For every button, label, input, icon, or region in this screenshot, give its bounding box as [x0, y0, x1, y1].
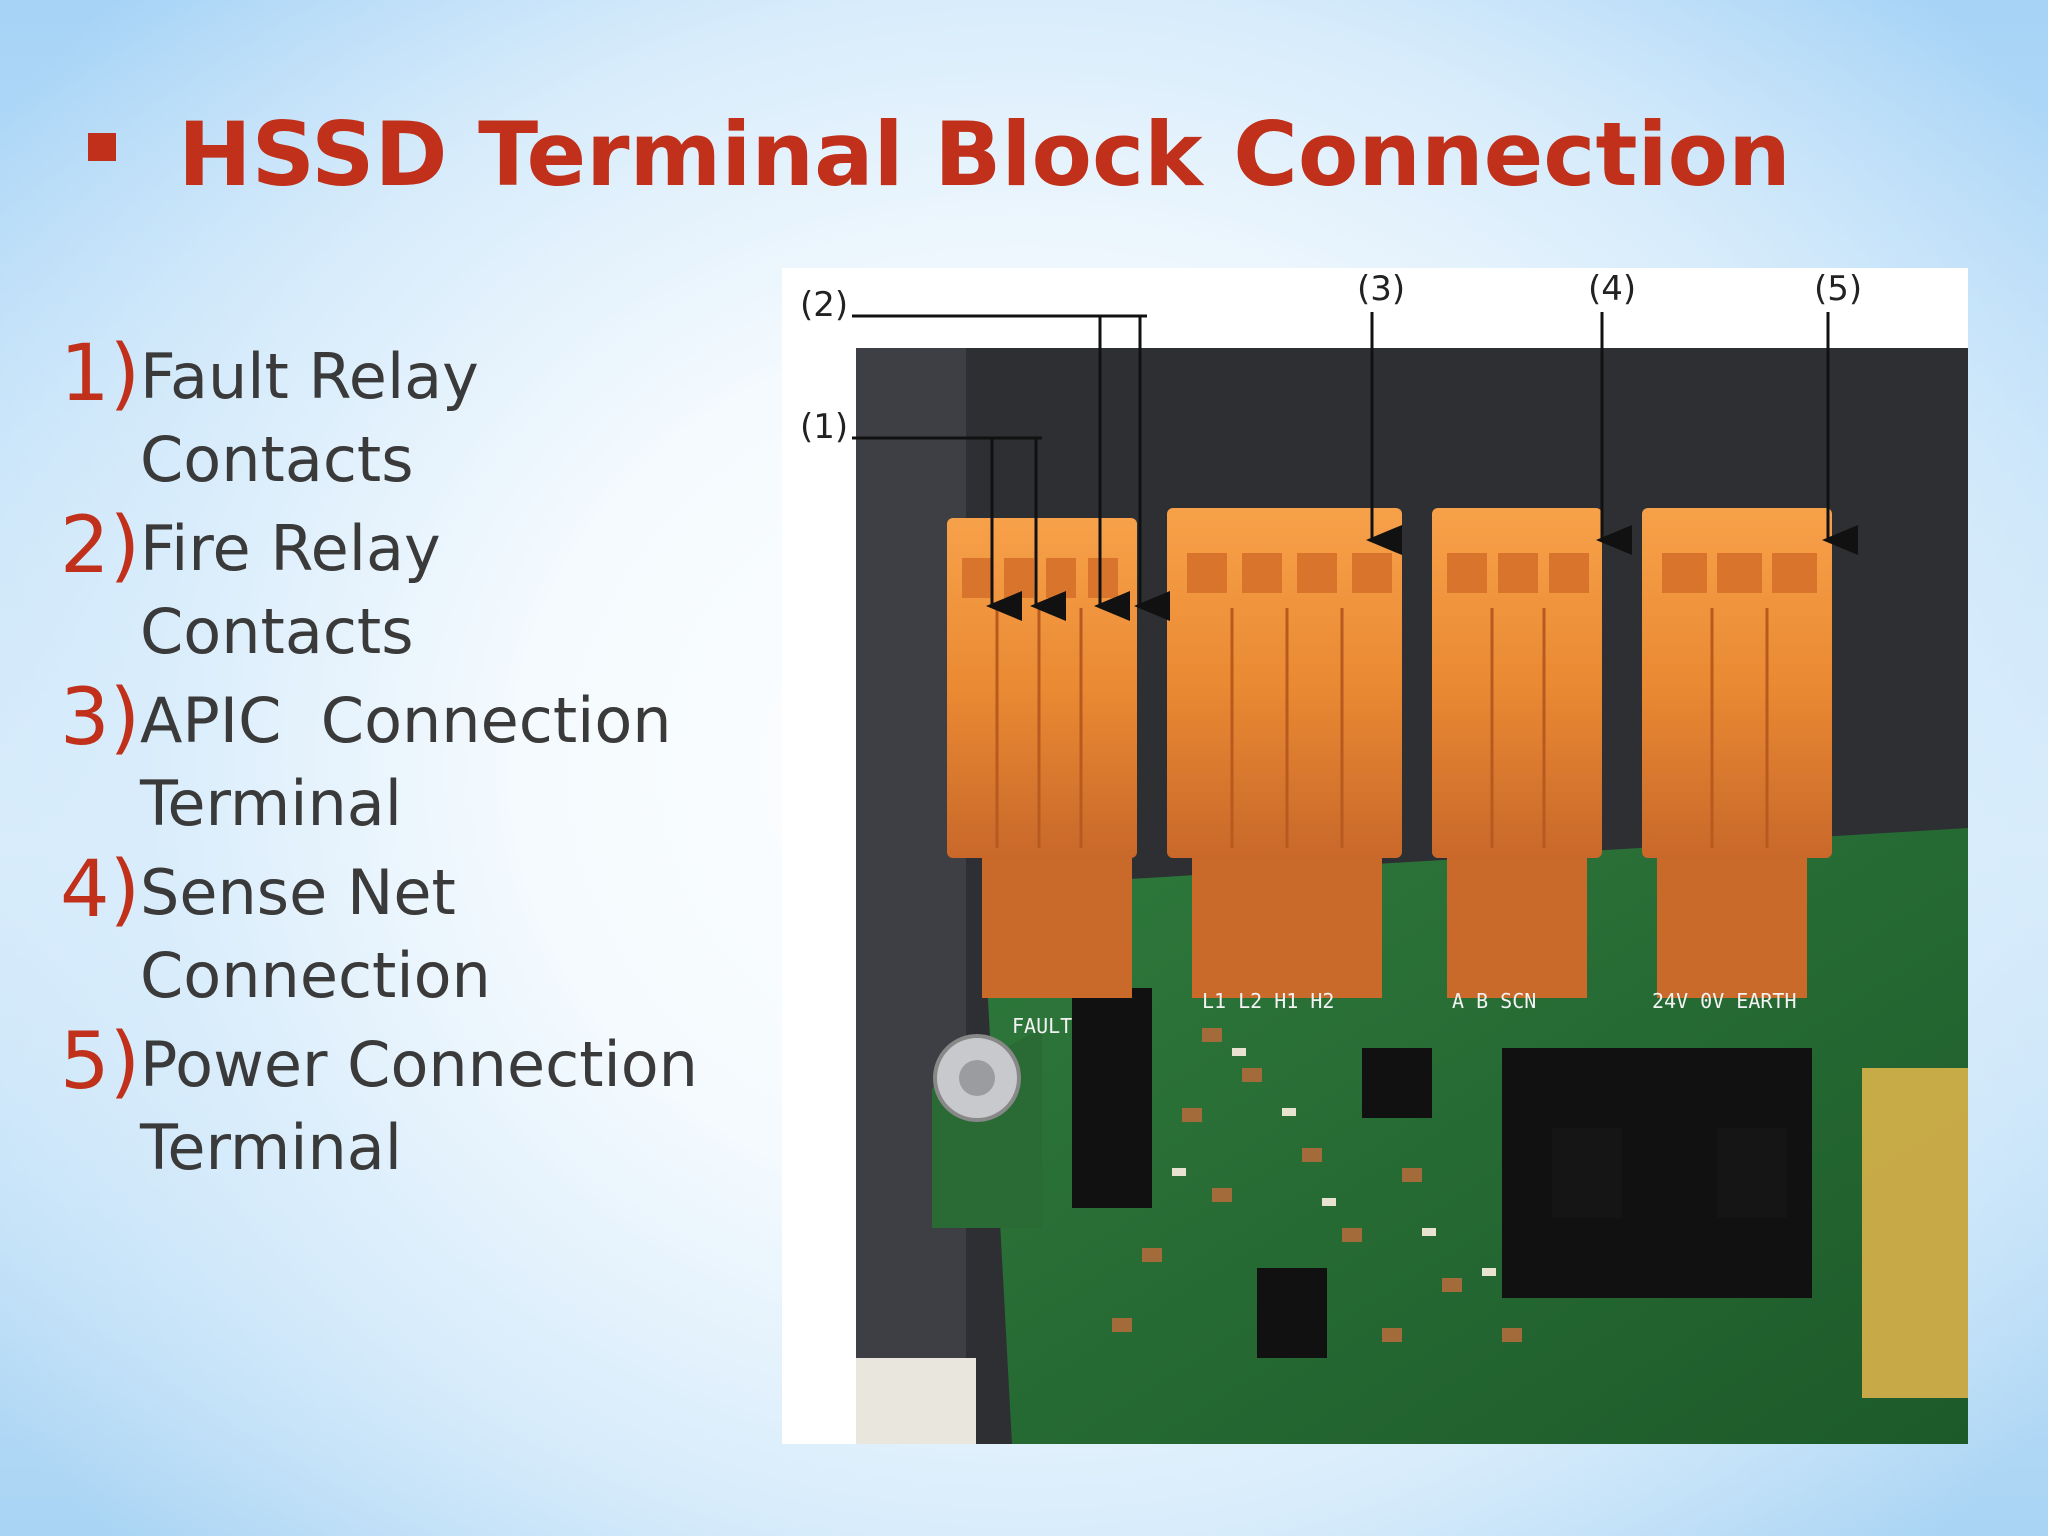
item-number: 2) [60, 501, 141, 591]
item-number: 1) [60, 329, 141, 419]
item-line-1: Sense Net [140, 856, 456, 929]
item-line-2: Terminal [140, 767, 403, 840]
item-line-1: APIC Connection [140, 684, 672, 757]
list-item: 5) Power Connection Terminal [60, 1017, 760, 1189]
slide-title: HSSD Terminal Block Connection [178, 103, 1791, 206]
item-line-1: Fault Relay [140, 340, 479, 413]
callout-label-2: (2) [800, 285, 848, 325]
item-line-1: Fire Relay [140, 512, 441, 585]
board-label-fault: FAULT [1012, 1014, 1072, 1038]
list-item: 3) APIC Connection Terminal [60, 673, 760, 845]
square-bullet-icon [88, 133, 116, 161]
item-line-2: Contacts [140, 423, 414, 496]
item-number: 4) [60, 845, 141, 935]
board-label-power: 24V 0V EARTH [1652, 989, 1797, 1013]
item-line-1: Power Connection [140, 1028, 698, 1101]
board-label-a-b-scn: A B SCN [1452, 989, 1536, 1013]
item-number: 5) [60, 1017, 141, 1107]
list-item: 1) Fault Relay Contacts [60, 329, 760, 501]
list-item: 4) Sense Net Connection [60, 845, 760, 1017]
callout-label-5: (5) [1814, 269, 1862, 309]
circuit-board-photo: FAULT L1 L2 H1 H2 A B SCN 24V 0V EARTH (… [782, 268, 1968, 1444]
callout-label-1: (1) [800, 407, 848, 447]
item-line-2: Connection [140, 939, 491, 1012]
item-number: 3) [60, 673, 141, 763]
list-item: 2) Fire Relay Contacts [60, 501, 760, 673]
board-label-l1-h2: L1 L2 H1 H2 [1202, 989, 1334, 1013]
numbered-list: 1) Fault Relay Contacts 2) Fire Relay Co… [60, 329, 760, 1195]
callout-label-4: (4) [1588, 269, 1636, 309]
item-line-2: Contacts [140, 595, 414, 668]
callout-label-3: (3) [1357, 269, 1405, 309]
item-line-2: Terminal [140, 1111, 403, 1184]
